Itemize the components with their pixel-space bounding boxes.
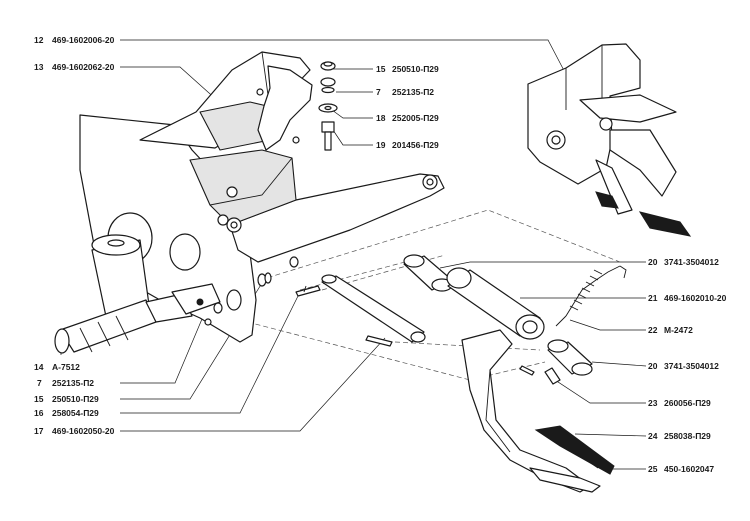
callout-part-code: 250510-П29 [52, 394, 99, 404]
pivot-axle [321, 274, 426, 347]
callout-part-code: М-2472 [664, 325, 693, 335]
side-fasteners [257, 272, 321, 297]
callout-number: 14 [34, 362, 44, 372]
callout-part-code: 469-1602062-20 [52, 62, 115, 72]
callout-number: 20 [648, 257, 658, 267]
callout-number: 25 [648, 464, 658, 474]
callout-number: 15 [34, 394, 44, 404]
callout-part-code: 250510-П29 [392, 64, 439, 74]
callout-part-code: 3741-3504012 [664, 361, 719, 371]
callout-number: 22 [648, 325, 658, 335]
callout-part-code: 258038-П29 [664, 431, 711, 441]
callout-part-code: 252005-П29 [392, 113, 439, 123]
callout-part-code: 469-1602006-20 [52, 35, 115, 45]
callout-part-code: 252135-П2 [52, 378, 94, 388]
leader-lines [60, 39, 647, 470]
callout-part-code: А-7512 [52, 362, 80, 372]
callout-number: 15 [376, 64, 386, 74]
callout-part-code: 258054-П29 [52, 408, 99, 418]
callout-part-code: 201456-П29 [392, 140, 439, 150]
clutch-pedal [403, 254, 627, 493]
callouts-top-left: 12 469-1602006-20 13 469-1602062-20 [34, 35, 115, 72]
callout-part-code: 450-1602047 [664, 464, 714, 474]
callout-number: 7 [37, 378, 42, 388]
master-cylinder [54, 212, 221, 354]
inset-pedal-assembly [527, 43, 692, 237]
callout-part-code: 469-1602050-20 [52, 426, 115, 436]
callout-part-code: 469-1602010-20 [664, 293, 727, 303]
callout-number: 20 [648, 361, 658, 371]
callout-number: 21 [648, 293, 658, 303]
callout-part-code: 252135-П2 [392, 87, 434, 97]
callout-number: 17 [34, 426, 44, 436]
callout-part-code: 260056-П29 [664, 398, 711, 408]
callout-number: 23 [648, 398, 658, 408]
callout-number: 13 [34, 62, 44, 72]
callouts-bottom-left: 14 А-7512 7 252135-П2 15 250510-П29 16 2… [34, 362, 115, 436]
callouts-right: 20 3741-3504012 21 469-1602010-20 22 М-2… [648, 257, 727, 474]
callouts-fasteners: 15 250510-П29 7 252135-П2 18 252005-П29 … [376, 64, 439, 150]
callout-number: 19 [376, 140, 386, 150]
callout-number: 7 [376, 87, 381, 97]
bracket-fasteners [318, 61, 338, 151]
callout-number: 16 [34, 408, 44, 418]
callout-part-code: 3741-3504012 [664, 257, 719, 267]
callout-number: 18 [376, 113, 386, 123]
callout-number: 24 [648, 431, 658, 441]
callout-number: 12 [34, 35, 44, 45]
